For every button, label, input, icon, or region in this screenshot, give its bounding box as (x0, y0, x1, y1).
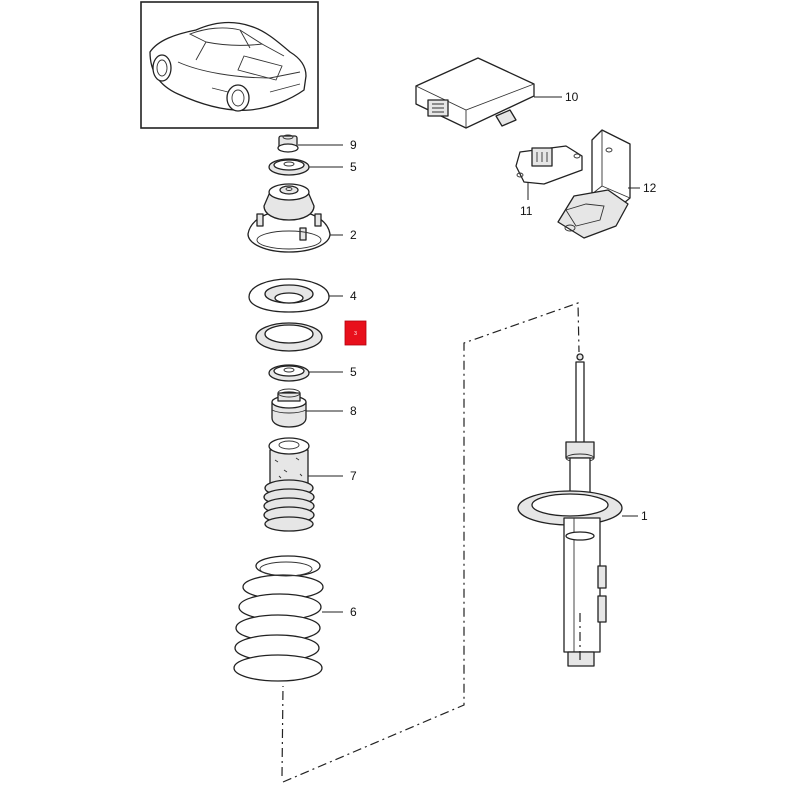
callout-8: 8 (350, 404, 357, 418)
callout-9: 9 (350, 138, 357, 152)
part-12-bracket (557, 129, 631, 239)
vehicle-thumbnail (140, 1, 319, 129)
part-5-washer-lower (268, 364, 310, 382)
part-2-top-mount (247, 183, 331, 253)
callout-5-upper: 5 (350, 160, 357, 174)
part-3-spring-pad (255, 322, 323, 352)
part-10-control-unit (415, 57, 535, 129)
callout-11: 11 (520, 204, 533, 218)
callout-7: 7 (350, 469, 357, 483)
part-5-washer-upper (268, 158, 310, 176)
part-8-bump-stop (271, 388, 307, 428)
part-7-dust-boot (263, 437, 315, 532)
callout-6: 6 (350, 605, 357, 619)
assembly-outline (281, 302, 581, 783)
part-11-sensor (515, 145, 583, 185)
callout-2: 2 (350, 228, 357, 242)
part-6-coil-spring (233, 555, 324, 682)
part-3-highlight-marker (344, 320, 367, 346)
callout-5-lower: 5 (350, 365, 357, 379)
callout-1: 1 (641, 509, 648, 523)
callout-12: 12 (643, 181, 657, 195)
callout-10: 10 (565, 90, 579, 104)
part-4-spring-seat (248, 278, 330, 313)
part-1-shock-absorber (517, 353, 623, 667)
part-9-nut (277, 134, 299, 153)
callout-4: 4 (350, 289, 357, 303)
part-3-highlight-label: 3 (354, 331, 357, 337)
